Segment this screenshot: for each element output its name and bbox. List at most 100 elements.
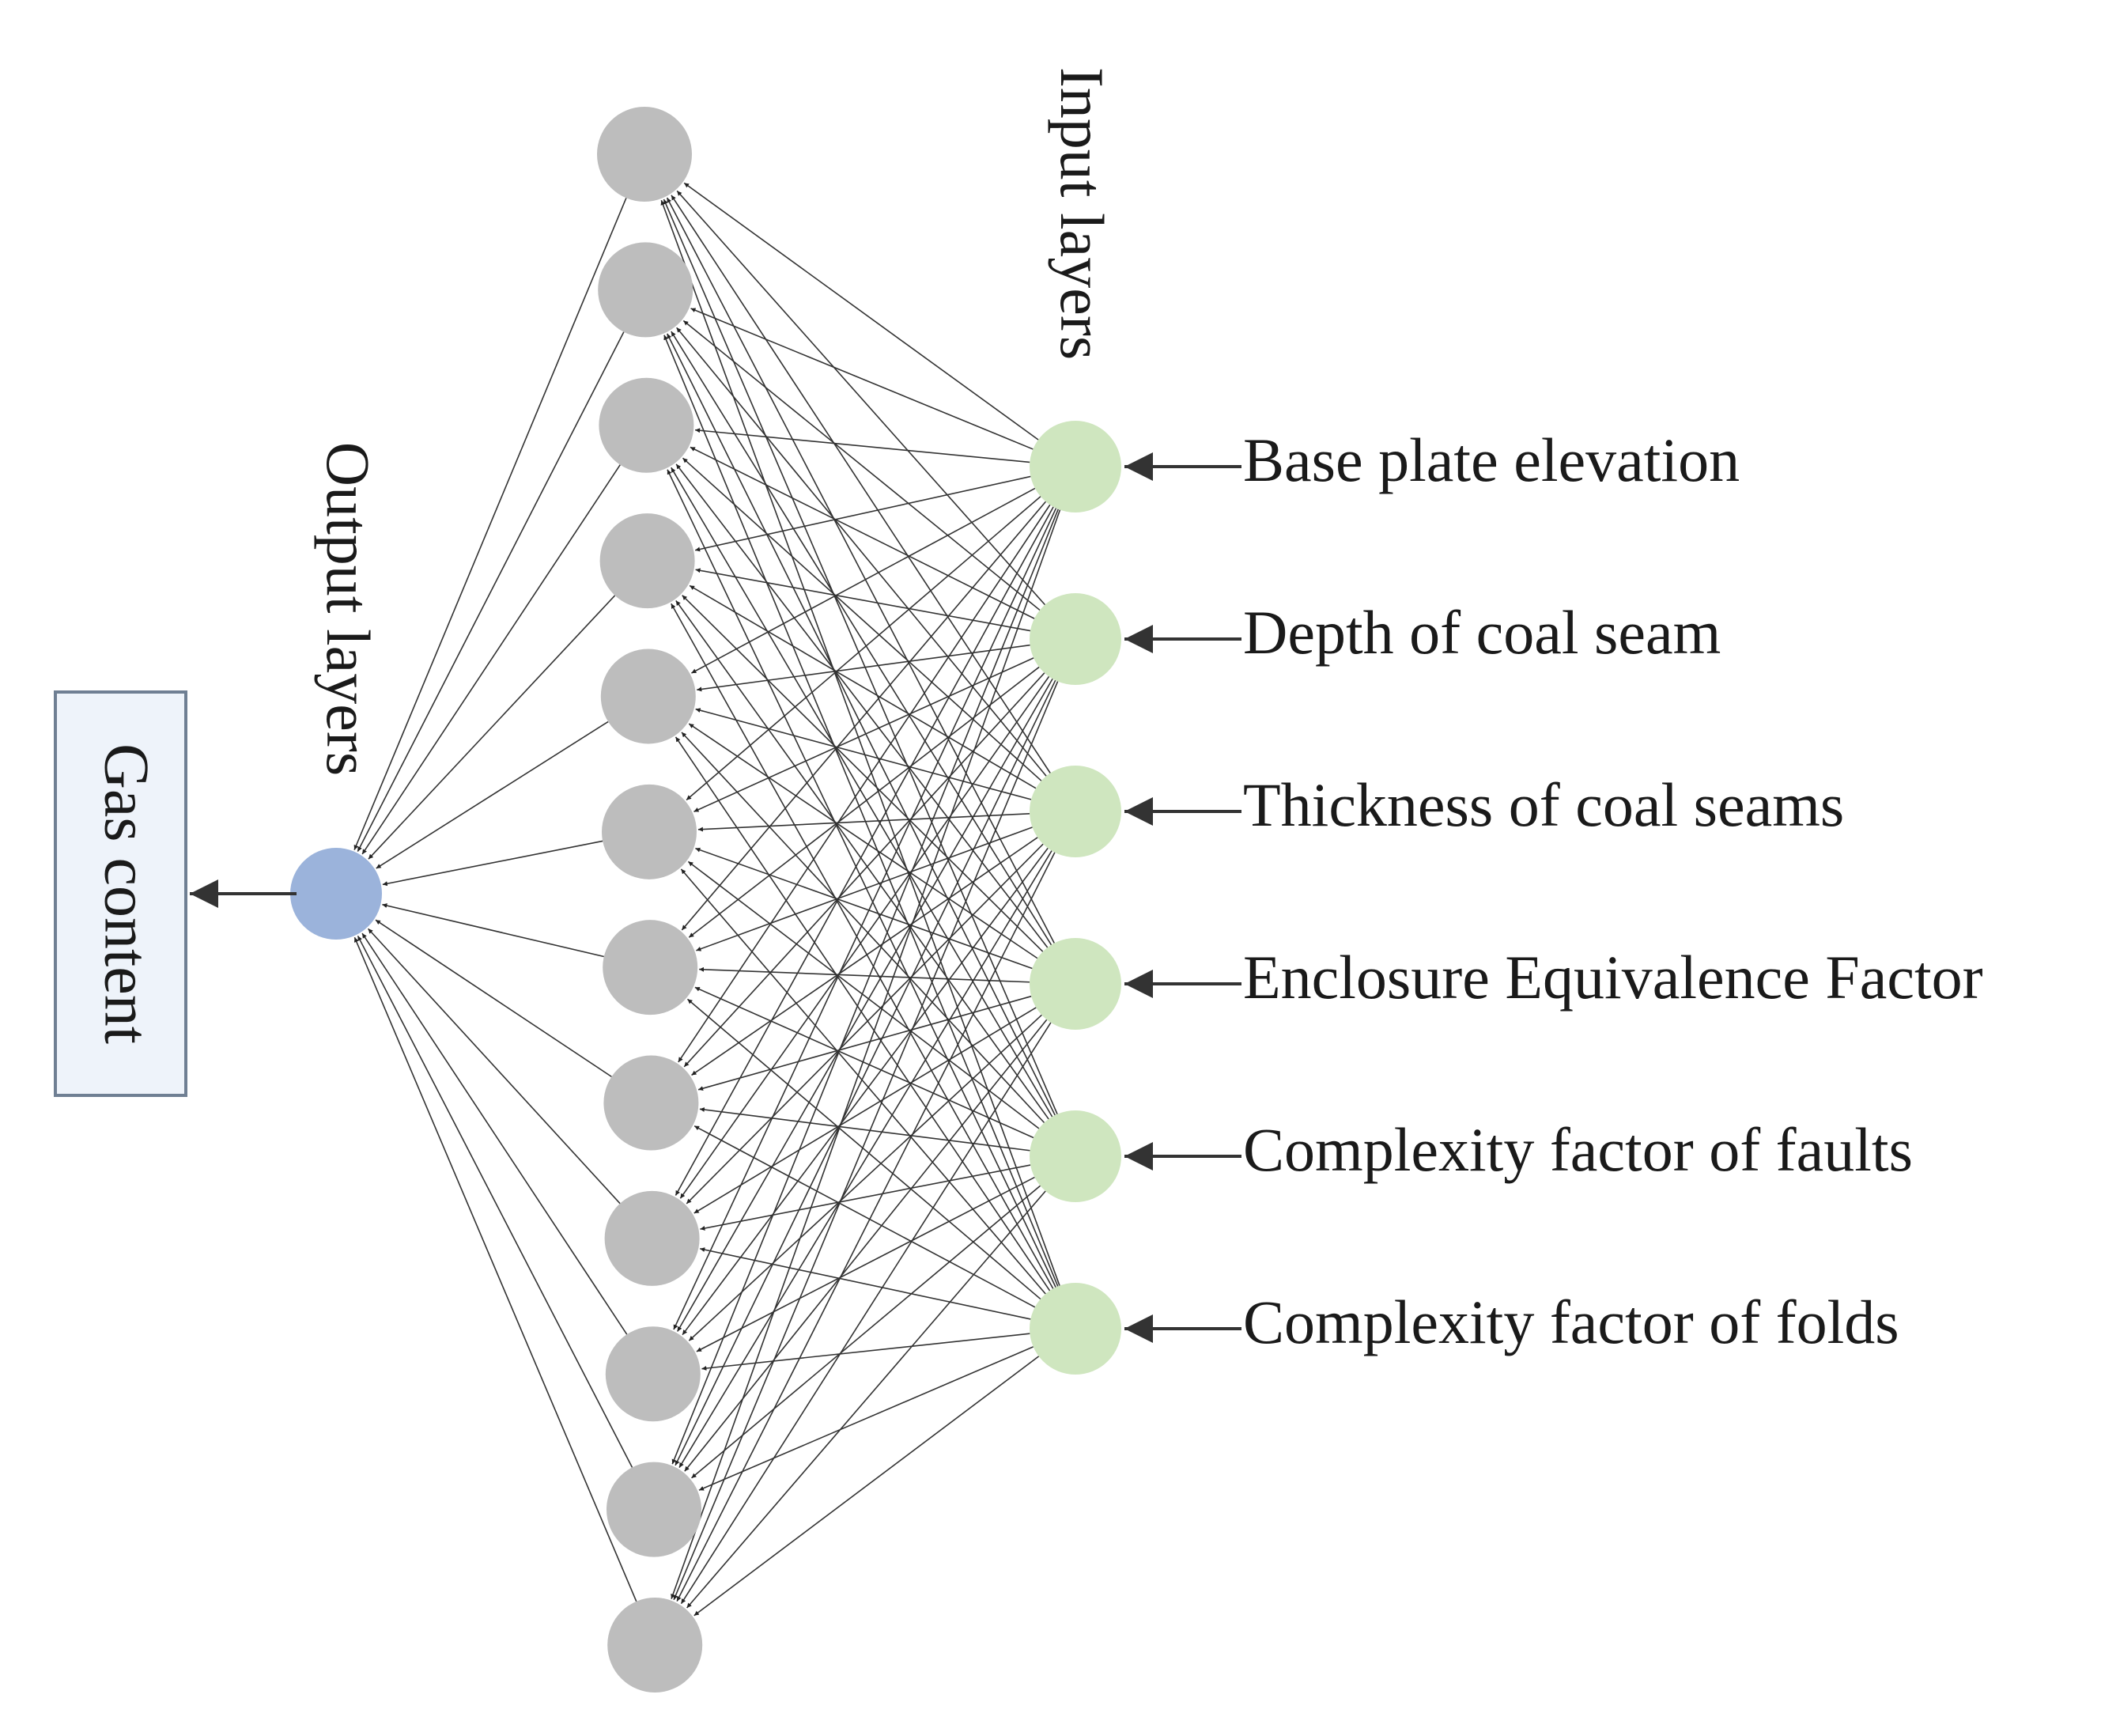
feature-label: Depth of coal seam [1243, 598, 1721, 667]
input-hidden-connection [666, 197, 1055, 944]
hidden-node [602, 784, 697, 879]
input-hidden-connection [663, 335, 1059, 1287]
input-hidden-connection [678, 850, 1052, 1468]
hidden-node [603, 920, 698, 1016]
hidden-node [600, 649, 696, 744]
hidden-node [607, 1598, 703, 1693]
input-hidden-connection [677, 678, 1053, 1332]
input-hidden-connection [700, 1247, 1031, 1320]
hidden-output-connection [382, 840, 603, 887]
input-hidden-connection [680, 868, 1046, 1295]
output-box: Gas content [54, 690, 187, 1097]
input-hidden-connection [675, 679, 1056, 1466]
feature-label: Base plate elevation [1243, 425, 1740, 494]
hidden-output-connection [357, 331, 625, 852]
input-hidden-connection [700, 1164, 1031, 1231]
hidden-output-connection [367, 928, 621, 1205]
input-hidden-connection [697, 812, 1030, 832]
input-hidden-connection [690, 308, 1034, 450]
input-hidden-connection [673, 681, 1059, 1601]
hidden-node [604, 1190, 700, 1286]
hidden-output-connection [361, 464, 621, 855]
input-hidden-connection [671, 509, 1061, 1599]
input-hidden-connection [699, 1107, 1030, 1152]
input-hidden-connection [699, 966, 1030, 983]
input-hidden-connection [697, 644, 1030, 692]
input-hidden-connection [686, 496, 1041, 801]
hidden-output-connection [361, 932, 628, 1335]
input-hidden-connection [695, 568, 1031, 632]
input-hidden-connection [697, 995, 1032, 1091]
input-hidden-connection [682, 595, 1044, 952]
hidden-output-connection [376, 720, 609, 869]
input-hidden-connection [695, 428, 1030, 463]
connection-lines [353, 182, 1061, 1617]
input-hidden-connection [675, 736, 1051, 1292]
input-hidden-connection [691, 1185, 1041, 1479]
input-node [1030, 1110, 1121, 1202]
input-hidden-connection [691, 837, 1038, 1076]
input-hidden-connection [696, 826, 1033, 951]
input-node [1030, 766, 1121, 857]
input-hidden-connection [673, 508, 1057, 1330]
input-node [1030, 1283, 1121, 1375]
input-node [1030, 421, 1121, 512]
input-hidden-connection [686, 1190, 1046, 1609]
input-hidden-connection [693, 1125, 1036, 1308]
input-hidden-connection [682, 320, 1041, 611]
input-hidden-connection [686, 843, 1044, 1205]
hidden-node [607, 1462, 701, 1557]
input-hidden-connection [695, 708, 1032, 800]
feature-label: Complexity factor of folds [1243, 1288, 1899, 1356]
input-node [1030, 593, 1121, 685]
input-hidden-connection [671, 603, 1054, 1289]
input-hidden-connection [686, 998, 1041, 1300]
input-hidden-connection [675, 599, 1049, 1120]
input-hidden-connection [676, 327, 1047, 777]
hidden-node [603, 1055, 699, 1151]
input-hidden-connection [689, 584, 1037, 789]
input-hidden-connection [682, 457, 1042, 781]
input-hidden-connection [694, 986, 1034, 1139]
input-hidden-connection [681, 732, 1045, 1124]
hidden-output-connection [357, 935, 633, 1468]
input-hidden-connection [684, 1019, 1048, 1472]
input-hidden-connection [660, 199, 1060, 1286]
input-hidden-connection [687, 860, 1040, 1129]
input-hidden-connection [681, 501, 1047, 931]
nodes [290, 107, 1121, 1693]
hidden-output-connection [382, 903, 604, 958]
input-hidden-connection [678, 504, 1051, 1063]
input-hidden-connection [675, 463, 1049, 948]
hidden-node [599, 377, 694, 473]
feature-label: Thickness of coal seams [1243, 770, 1844, 839]
input-hidden-connection [688, 1014, 1042, 1341]
hidden-output-connection [353, 936, 637, 1602]
input-hidden-connection [667, 333, 1056, 1116]
input-hidden-connection [671, 467, 1053, 1118]
input-hidden-connection [693, 657, 1034, 812]
output-box-label: Gas content [92, 743, 161, 1044]
input-hidden-connection [683, 182, 1039, 441]
hidden-node [597, 107, 692, 202]
input-hidden-connection [696, 1176, 1035, 1352]
input-hidden-connection [671, 331, 1052, 946]
feature-label: Complexity factor of faults [1243, 1115, 1913, 1184]
hidden-output-connection [368, 595, 616, 860]
input-hidden-connection [671, 195, 1051, 773]
input-hidden-connection [690, 446, 1035, 619]
hidden-node [599, 513, 695, 609]
hidden-node [605, 1326, 701, 1422]
input-hidden-connection [688, 666, 1040, 938]
input-hidden-connection [679, 675, 1050, 1199]
output-box-frame [54, 690, 187, 1097]
input-hidden-connection [675, 506, 1054, 1196]
input-hidden-connection [693, 1356, 1040, 1617]
input-hidden-connection [698, 1346, 1034, 1491]
input-hidden-connection [688, 723, 1038, 959]
input-hidden-connection [695, 847, 1033, 970]
input-layers-title: Input layers [1048, 67, 1117, 360]
input-hidden-connection [701, 1333, 1030, 1371]
